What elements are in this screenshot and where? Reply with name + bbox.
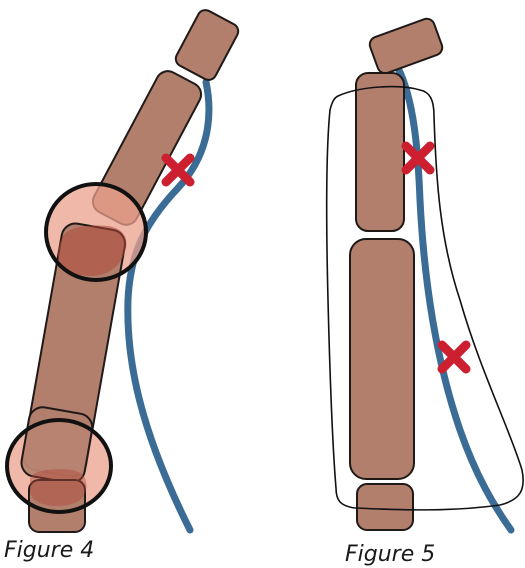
figure-5 [327,17,523,530]
bone-base-fig5 [357,484,413,530]
x-marker-fig4 [166,158,190,182]
bone-tip-fig5 [368,17,445,76]
joint-overlap-lower [30,469,86,506]
bone-upper-fig5 [356,73,404,231]
figure-5-caption: Figure 5 [345,542,435,567]
figure-4 [7,7,241,532]
bone-tip-fig4 [173,7,241,82]
bone-long-fig5 [350,239,414,479]
figure-4-caption: Figure 4 [4,538,94,563]
x-marker-fig5-lower [442,345,466,369]
